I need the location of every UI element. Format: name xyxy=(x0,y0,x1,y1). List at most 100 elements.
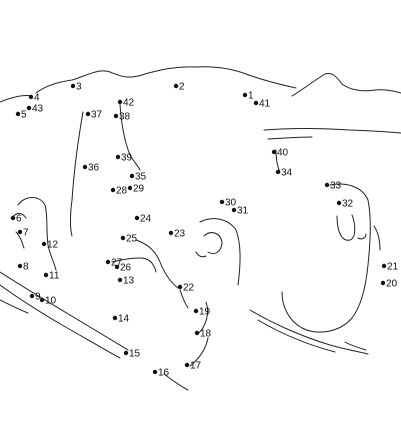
dot-marker xyxy=(177,284,183,290)
dot-point: 28 xyxy=(110,186,128,197)
dot-number: 2 xyxy=(179,82,185,93)
dot-number: 19 xyxy=(199,307,211,318)
dot-number: 20 xyxy=(386,279,398,290)
dot-marker xyxy=(129,173,135,179)
dot-number: 34 xyxy=(281,168,293,179)
dot-number: 38 xyxy=(119,112,131,123)
dot-number: 5 xyxy=(21,110,27,121)
dot-point: 17 xyxy=(184,361,202,372)
dot-point: 1 xyxy=(242,91,254,102)
dot-number: 28 xyxy=(116,186,128,197)
dot-number: 27 xyxy=(111,258,123,269)
dot-number: 10 xyxy=(45,296,57,307)
dot-number: 14 xyxy=(118,314,130,325)
dot-point: 37 xyxy=(85,110,103,121)
dot-point: 24 xyxy=(134,214,152,225)
dot-point: 14 xyxy=(112,314,130,325)
dot-number: 9 xyxy=(35,292,41,303)
dot-marker xyxy=(17,229,23,235)
dot-number: 4 xyxy=(34,93,40,104)
dot-point: 26 xyxy=(114,263,132,274)
dot-number: 31 xyxy=(237,206,249,217)
dot-point: 31 xyxy=(231,206,249,217)
dot-number: 42 xyxy=(123,98,135,109)
dot-point: 20 xyxy=(380,279,398,290)
dot-number: 11 xyxy=(49,271,60,282)
dot-point: 25 xyxy=(120,234,138,245)
pre-drawn-outline xyxy=(0,66,401,391)
dot-number: 16 xyxy=(158,368,170,379)
dot-number: 17 xyxy=(190,361,202,372)
dot-point: 41 xyxy=(253,99,271,110)
dot-point: 42 xyxy=(117,98,135,109)
dot-marker xyxy=(114,264,120,270)
dot-marker xyxy=(17,263,23,269)
dot-point: 40 xyxy=(271,148,289,159)
dot-point: 9 xyxy=(29,292,41,303)
dot-number: 13 xyxy=(123,276,135,287)
dot-marker xyxy=(173,83,179,89)
dot-number: 25 xyxy=(126,234,138,245)
dot-number: 37 xyxy=(91,110,103,121)
dot-marker xyxy=(380,280,386,286)
dot-marker xyxy=(105,259,111,265)
dot-number: 18 xyxy=(200,329,212,340)
dot-marker xyxy=(168,230,174,236)
dot-point: 5 xyxy=(15,110,27,121)
dot-point: 35 xyxy=(129,172,147,183)
dot-number: 33 xyxy=(330,181,342,192)
dot-marker xyxy=(26,105,32,111)
dot-point: 16 xyxy=(152,368,170,379)
dot-marker xyxy=(123,350,129,356)
dot-marker xyxy=(43,272,49,278)
dot-point: 22 xyxy=(177,283,195,294)
dot-marker xyxy=(120,235,126,241)
dot-marker xyxy=(113,113,119,119)
dot-marker xyxy=(184,362,190,368)
dot-marker xyxy=(336,200,342,206)
dot-marker xyxy=(324,182,330,188)
dot-point: 38 xyxy=(113,112,131,123)
dot-marker xyxy=(127,185,133,191)
dot-point: 6 xyxy=(10,214,22,225)
dot-number: 15 xyxy=(129,349,141,360)
dot-number: 43 xyxy=(32,104,44,115)
dot-number: 7 xyxy=(23,228,29,239)
dot-point: 2 xyxy=(173,82,185,93)
dot-marker xyxy=(85,111,91,117)
dot-point: 4 xyxy=(28,93,40,104)
dot-point: 15 xyxy=(123,349,141,360)
dot-marker xyxy=(115,154,121,160)
dot-number: 35 xyxy=(135,172,147,183)
dot-number: 1 xyxy=(248,91,254,102)
dot-number: 3 xyxy=(76,82,82,93)
dot-marker xyxy=(134,215,140,221)
dot-point: 21 xyxy=(381,262,399,273)
dot-marker xyxy=(41,241,47,247)
dot-marker xyxy=(231,207,237,213)
dot-point: 32 xyxy=(336,199,354,210)
dot-number: 8 xyxy=(23,262,29,273)
dot-number: 30 xyxy=(225,198,237,209)
dot-marker xyxy=(242,92,248,98)
dot-point: 18 xyxy=(194,329,212,340)
dot-marker xyxy=(117,277,123,283)
dot-number: 22 xyxy=(183,283,195,294)
dot-point: 33 xyxy=(324,181,342,192)
dot-point: 13 xyxy=(117,276,135,287)
dot-number: 21 xyxy=(387,262,399,273)
dot-marker xyxy=(39,297,45,303)
dot-point: 12 xyxy=(41,240,59,251)
dot-number: 41 xyxy=(259,99,271,110)
dot-number: 24 xyxy=(140,214,152,225)
dot-marker xyxy=(15,111,21,117)
dot-number: 29 xyxy=(133,184,145,195)
dot-number: 12 xyxy=(47,240,59,251)
dot-point: 43 xyxy=(26,104,44,115)
dot-point: 3 xyxy=(70,82,82,93)
dot-number: 6 xyxy=(16,214,22,225)
dot-point: 30 xyxy=(219,198,237,209)
dot-marker xyxy=(117,99,123,105)
dot-marker xyxy=(381,263,387,269)
